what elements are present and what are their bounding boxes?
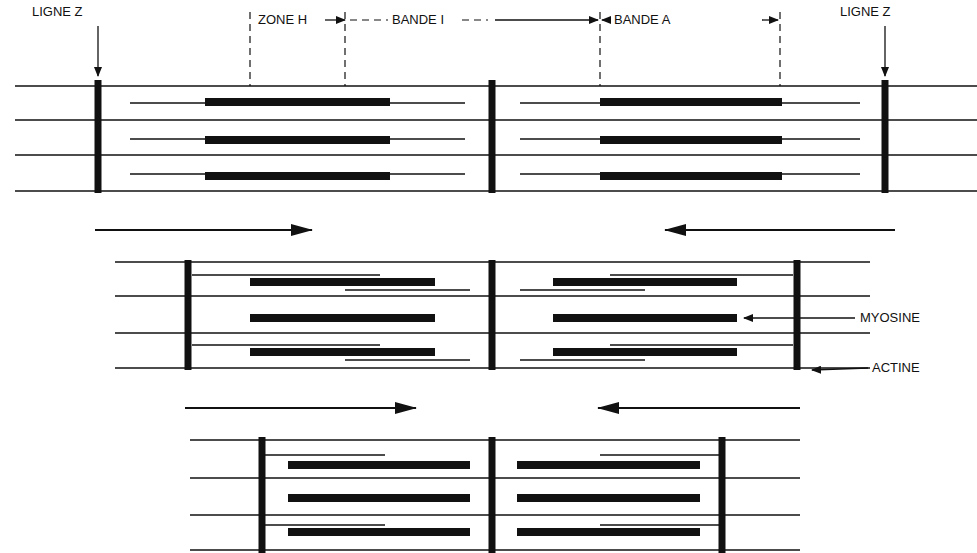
band-guides	[250, 12, 780, 86]
band-label: BANDE I	[390, 12, 446, 28]
z-lines	[98, 80, 885, 193]
filament-label: MYOSINE	[858, 310, 922, 326]
actin-filaments	[15, 86, 977, 191]
leader-lines	[744, 318, 868, 370]
band-label: ZONE H	[256, 12, 309, 28]
band-label: BANDE A	[612, 12, 672, 28]
contraction-arrows	[95, 230, 895, 408]
dimension-arrows	[98, 20, 885, 76]
filament-label: ACTINE	[870, 360, 922, 376]
z-line-label: LIGNE Z	[838, 4, 893, 20]
z-line-label: LIGNE Z	[30, 4, 85, 20]
